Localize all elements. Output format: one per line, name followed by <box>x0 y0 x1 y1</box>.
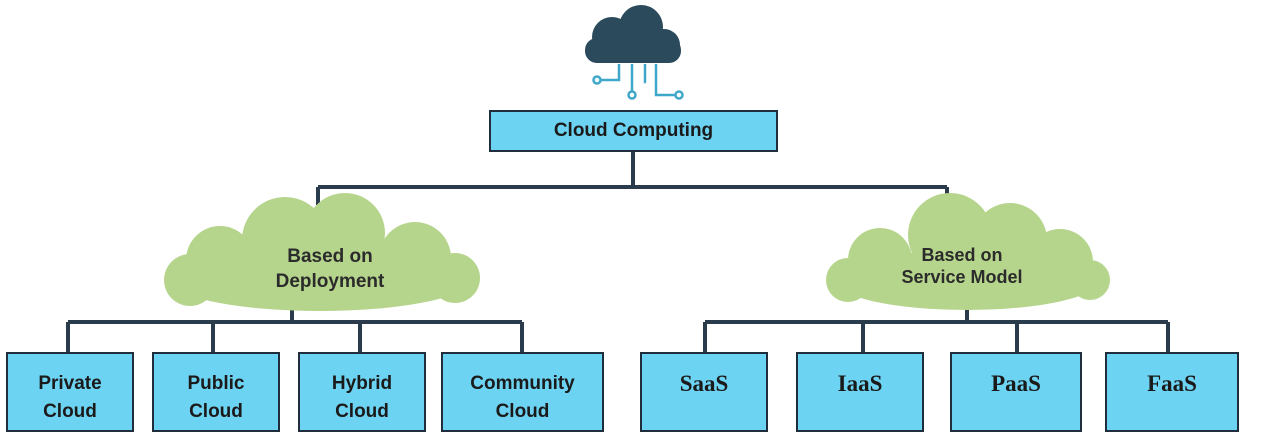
node-public-cloud: Public Cloud <box>152 352 280 432</box>
node-faas: FaaS <box>1105 352 1239 432</box>
node-cloud-computing: Cloud Computing <box>489 110 778 152</box>
branch-label-service-model: Based on Service Model <box>901 245 1023 287</box>
node-community-cloud: Community Cloud <box>441 352 604 432</box>
cloud-network-icon <box>585 5 684 100</box>
node-private-cloud: Private Cloud <box>6 352 134 432</box>
node-saas: SaaS <box>640 352 768 432</box>
cloud-shape-deployment <box>164 193 480 311</box>
node-iaas: IaaS <box>796 352 924 432</box>
cloud-shape-service-model <box>826 193 1110 310</box>
connector-lines <box>66 152 1170 352</box>
node-paas: PaaS <box>950 352 1082 432</box>
node-hybrid-cloud: Hybrid Cloud <box>298 352 426 432</box>
branch-label-deployment: Based on Deployment <box>275 246 385 292</box>
